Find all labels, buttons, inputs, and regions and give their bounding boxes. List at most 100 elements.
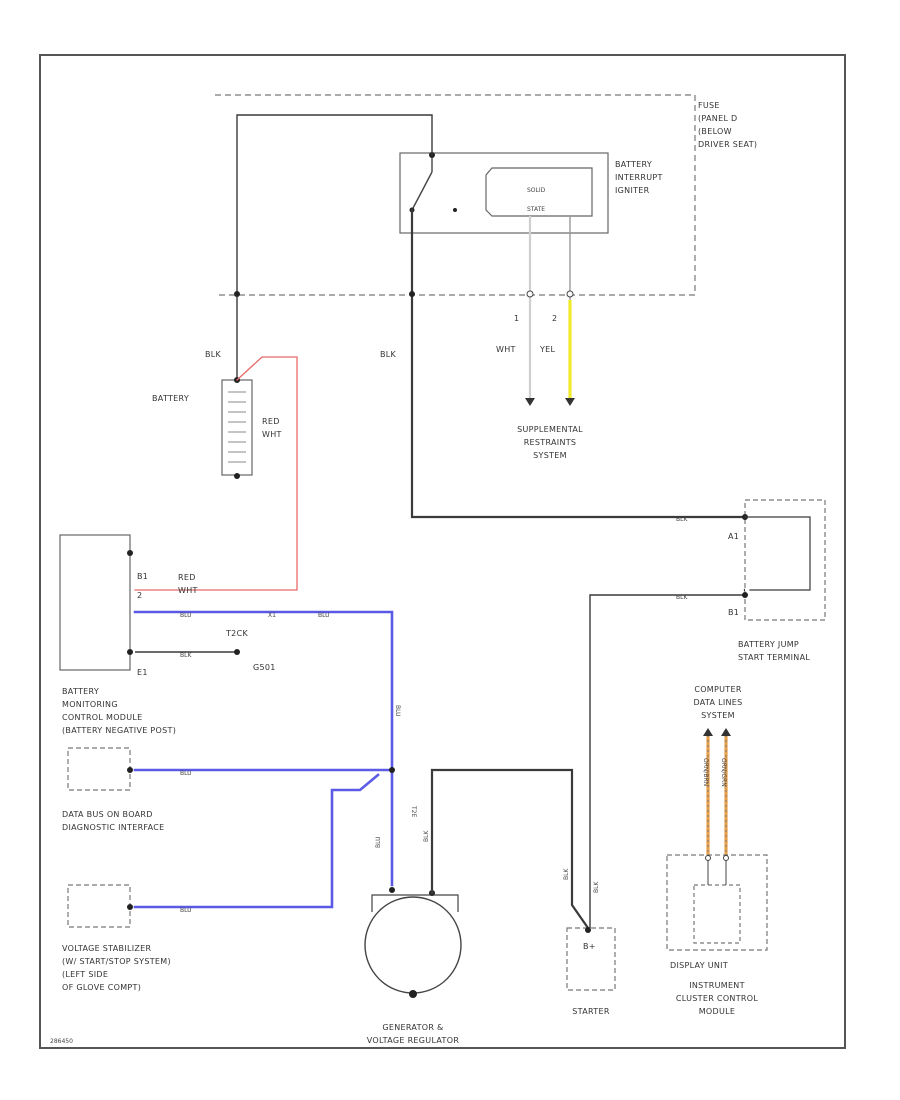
bmcm-pin-b1: B1 xyxy=(137,572,148,581)
jump-start-label-2: START TERMINAL xyxy=(738,653,810,662)
solid-state-module xyxy=(485,167,593,217)
generator-label-2: VOLTAGE REGULATOR xyxy=(367,1036,460,1045)
generator-wire-blk-label: BLK xyxy=(423,830,430,842)
jump-start-box xyxy=(744,499,826,621)
battery-symbol xyxy=(221,379,253,476)
battery-wire-red: RED xyxy=(262,417,280,426)
bmcm-wire-blu-vertical: BLU xyxy=(394,705,401,717)
starter-pin xyxy=(585,927,591,933)
instrument-label-2: CLUSTER CONTROL xyxy=(676,994,758,1003)
fuse-panel-label-1: FUSE xyxy=(698,101,720,110)
wire-label-blk-left: BLK xyxy=(205,350,222,359)
solid-state-label-1: SOLID xyxy=(527,187,546,194)
bmcm-pin-2: 2 xyxy=(137,591,142,600)
jump-pin-b1-label: B1 xyxy=(728,608,739,617)
voltage-stab-label-1: VOLTAGE STABILIZER xyxy=(62,944,151,953)
connector-pin-1 xyxy=(526,290,534,298)
battery-label: BATTERY xyxy=(152,394,189,403)
battery-interrupt-label-2: INTERRUPT xyxy=(615,173,663,182)
bmcm-wire-blu-2: BLU xyxy=(318,612,330,619)
generator-symbol xyxy=(364,896,462,994)
diagram-frame xyxy=(39,54,846,1049)
t2ck-label: T2CK xyxy=(225,629,248,638)
g501-label: G501 xyxy=(253,663,276,672)
pin-label-2: 2 xyxy=(552,314,557,323)
data-bus-label-1: DATA BUS ON BOARD xyxy=(62,810,153,819)
bmcm-label-2: MONITORING xyxy=(62,700,118,709)
computer-data-label-3: SYSTEM xyxy=(701,711,735,720)
wire-label-yel: YEL xyxy=(539,345,556,354)
srs-label-2: RESTRAINTS xyxy=(524,438,577,447)
srs-arrow-2 xyxy=(565,398,575,406)
can-arrow-1 xyxy=(703,728,713,736)
wire-blu-voltage-stabilizer xyxy=(133,773,380,909)
srs-label-1: SUPPLEMENTAL xyxy=(517,425,583,434)
fuse-panel-label-4: DRIVER SEAT) xyxy=(698,140,757,149)
junction-battery-panel xyxy=(234,291,240,297)
fuse-panel-label-3: (BELOW xyxy=(698,127,732,136)
starter-wire-blk-1: BLK xyxy=(563,868,570,880)
junction-igniter-panel xyxy=(409,291,415,297)
wire-label-wht: WHT xyxy=(496,345,516,354)
instrument-label-1: INSTRUMENT xyxy=(689,981,745,990)
data-bus-pin xyxy=(127,767,133,773)
bmcm-wire-red: RED xyxy=(178,573,196,582)
ground-node xyxy=(234,649,240,655)
data-bus-wire-label: BLU xyxy=(180,770,192,777)
bmcm-box xyxy=(59,534,131,671)
bmcm-label-1: BATTERY xyxy=(62,687,99,696)
bmcm-pin-e1-label: E1 xyxy=(137,668,148,677)
battery-interrupt-label-1: BATTERY xyxy=(615,160,652,169)
voltage-stab-label-2: (W/ START/STOP SYSTEM) xyxy=(62,957,171,966)
wire-battery-to-igniter xyxy=(236,114,433,381)
can-wire-2-label: ORN/GRN xyxy=(720,758,727,787)
wire-red-wht xyxy=(134,356,298,591)
switch-marker xyxy=(453,208,457,212)
bmcm-pin-top xyxy=(127,550,133,556)
bmcm-label-4: (BATTERY NEGATIVE POST) xyxy=(62,726,176,735)
generator-label-1: GENERATOR & xyxy=(382,1023,443,1032)
fuse-panel-label-2: (PANEL D xyxy=(698,114,738,123)
generator-t2-label: T2E xyxy=(410,805,417,817)
generator-pin-blu xyxy=(389,887,395,893)
computer-data-label-2: DATA LINES xyxy=(693,698,742,707)
starter-pin-label: B+ xyxy=(583,942,596,951)
starter-wire-blk-2: BLK xyxy=(593,881,600,893)
battery-wire-wht: WHT xyxy=(262,430,282,439)
battery-interrupt-igniter-box xyxy=(399,152,609,234)
jump-wire-blk-1: BLK xyxy=(676,516,688,523)
switch-blade xyxy=(411,171,433,211)
jump-pin-a1-label: A1 xyxy=(728,532,739,541)
generator-ground xyxy=(409,990,417,998)
generator-wire-blu-label: BLU xyxy=(375,836,382,848)
srs-label-3: SYSTEM xyxy=(533,451,567,460)
battery-interrupt-label-3: IGNITER xyxy=(615,186,650,195)
solid-state-label-2: STATE xyxy=(527,206,545,213)
starter-label: STARTER xyxy=(572,1007,610,1016)
display-unit-label: DISPLAY UNIT xyxy=(670,961,728,970)
bmcm-pin-e1 xyxy=(127,649,133,655)
wire-label-blk-mid: BLK xyxy=(380,350,397,359)
connector-pin-2 xyxy=(566,290,574,298)
voltage-stabilizer-pin xyxy=(127,904,133,910)
bmcm-wire-wht: WHT xyxy=(178,586,198,595)
bmcm-wire-blk: BLK xyxy=(180,652,192,659)
data-bus-label-2: DIAGNOSTIC INTERFACE xyxy=(62,823,164,832)
can-wire-1-label: ORN/BRN xyxy=(702,758,709,786)
display-unit-box xyxy=(693,884,741,944)
voltage-stab-label-3: (LEFT SIDE xyxy=(62,970,108,979)
jump-start-label-1: BATTERY JUMP xyxy=(738,640,799,649)
jump-wire-blk-2: BLK xyxy=(676,594,688,601)
srs-arrow-1 xyxy=(525,398,535,406)
voltage-stab-label-4: OF GLOVE COMPT) xyxy=(62,983,141,992)
bmcm-wire-blu-1: BLU xyxy=(180,612,192,619)
voltage-stabilizer-wire-label: BLU xyxy=(180,907,192,914)
instrument-pin-2 xyxy=(723,855,729,861)
instrument-pin-1 xyxy=(705,855,711,861)
wire-blk-starter-to-jump xyxy=(589,594,746,929)
instrument-label-3: MODULE xyxy=(699,1007,736,1016)
wire-blk-generator-to-starter xyxy=(430,768,590,930)
pin-label-1: 1 xyxy=(514,314,519,323)
can-arrow-2 xyxy=(721,728,731,736)
data-bus-box xyxy=(67,747,131,791)
